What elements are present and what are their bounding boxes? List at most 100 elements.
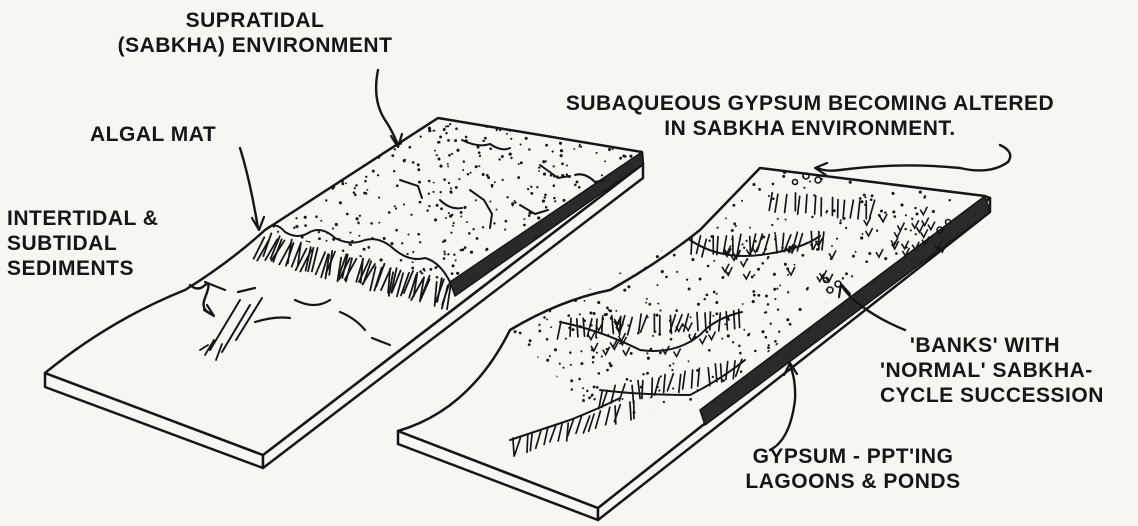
stipple-dot bbox=[544, 196, 546, 198]
hatch-stroke bbox=[710, 312, 711, 330]
stipple-dot bbox=[982, 322, 985, 325]
stipple-dot bbox=[893, 215, 896, 218]
stipple-dot bbox=[372, 170, 375, 173]
stipple-dot bbox=[433, 182, 435, 184]
stipple-dot bbox=[612, 148, 614, 150]
stipple-dot bbox=[773, 288, 776, 291]
stipple-dot bbox=[757, 420, 759, 422]
stipple-dot bbox=[396, 184, 399, 187]
stipple-dot bbox=[643, 152, 645, 154]
hatch-stroke bbox=[815, 196, 816, 214]
hatch-stroke bbox=[691, 236, 692, 254]
hatch-stroke bbox=[750, 237, 751, 255]
stipple-dot bbox=[913, 287, 916, 290]
stipple-dot bbox=[987, 259, 990, 262]
stipple-dot bbox=[589, 287, 592, 290]
stipple-dot bbox=[302, 174, 305, 177]
stipple-dot bbox=[576, 180, 579, 183]
stipple-dot bbox=[715, 301, 718, 304]
stipple-dot bbox=[697, 389, 699, 391]
stipple-dot bbox=[358, 222, 360, 224]
stipple-dot bbox=[580, 146, 582, 148]
stipple-dot bbox=[592, 356, 595, 359]
stipple-dot bbox=[436, 204, 439, 207]
stipple-dot bbox=[543, 173, 546, 176]
stipple-dot bbox=[262, 187, 265, 190]
label-algal-mat-text: ALGAL MAT bbox=[90, 122, 216, 147]
stipple-dot bbox=[440, 207, 443, 210]
stipple-dot bbox=[806, 242, 808, 244]
stipple-dot bbox=[574, 286, 577, 289]
stipple-dot bbox=[443, 251, 445, 253]
hatch-stroke bbox=[806, 195, 807, 213]
stipple-dot bbox=[884, 257, 887, 260]
stipple-dot bbox=[537, 216, 540, 219]
stipple-dot bbox=[908, 296, 910, 298]
stipple-dot bbox=[597, 229, 600, 232]
stipple-dot bbox=[836, 238, 838, 240]
stipple-dot bbox=[888, 177, 890, 179]
stipple-dot bbox=[438, 158, 441, 161]
label-intertidal-line2: SUBTIDAL bbox=[7, 231, 158, 256]
stipple-dot bbox=[578, 283, 580, 285]
stipple-dot bbox=[573, 272, 575, 274]
stipple-dot bbox=[624, 155, 627, 158]
stipple-dot bbox=[806, 365, 809, 368]
stipple-dot bbox=[410, 214, 412, 216]
stipple-dot bbox=[538, 170, 540, 172]
hatch-stroke bbox=[739, 309, 740, 327]
stipple-dot bbox=[269, 151, 271, 153]
stipple-dot bbox=[526, 294, 528, 296]
stipple-dot bbox=[266, 146, 268, 148]
stipple-dot bbox=[981, 408, 983, 410]
stipple-dot bbox=[383, 237, 386, 240]
stipple-dot bbox=[566, 290, 568, 292]
stipple-dot bbox=[554, 200, 556, 202]
stipple-dot bbox=[557, 250, 559, 252]
stipple-dot bbox=[861, 200, 864, 203]
stipple-dot bbox=[283, 119, 286, 122]
stipple-dot bbox=[693, 192, 695, 194]
stipple-dot bbox=[285, 156, 288, 159]
stipple-dot bbox=[489, 147, 492, 150]
hatch-stroke bbox=[513, 438, 514, 456]
stipple-dot bbox=[447, 125, 449, 127]
stipple-dot bbox=[578, 186, 581, 189]
stipple-dot bbox=[456, 272, 459, 275]
stipple-dot bbox=[485, 249, 487, 251]
stipple-dot bbox=[757, 294, 760, 297]
stipple-dot bbox=[802, 385, 805, 388]
stipple-dot bbox=[646, 298, 648, 300]
stipple-dot bbox=[629, 220, 631, 222]
stipple-dot bbox=[626, 378, 629, 381]
stipple-dot bbox=[935, 286, 937, 288]
hatch-stroke bbox=[692, 370, 693, 388]
hatch-stroke bbox=[570, 318, 571, 336]
stipple-dot bbox=[891, 192, 894, 195]
stipple-dot bbox=[523, 224, 526, 227]
stipple-dot bbox=[675, 309, 678, 312]
stipple-dot bbox=[914, 183, 917, 186]
stipple-dot bbox=[270, 174, 272, 176]
stipple-dot bbox=[559, 363, 561, 365]
label-subaqueous-line1: SUBAQUEOUS GYPSUM BECOMING ALTERED bbox=[510, 91, 1110, 116]
stipple-dot bbox=[458, 178, 460, 180]
stipple-dot bbox=[534, 279, 537, 282]
stipple-dot bbox=[832, 375, 835, 378]
stipple-dot bbox=[895, 252, 898, 255]
stipple-dot bbox=[570, 379, 573, 382]
stipple-dot bbox=[501, 123, 503, 125]
stipple-dot bbox=[494, 181, 496, 183]
stipple-dot bbox=[593, 398, 595, 400]
stipple-dot bbox=[621, 398, 623, 400]
stipple-dot bbox=[712, 376, 714, 378]
stipple-dot bbox=[310, 116, 313, 119]
stipple-dot bbox=[528, 214, 531, 217]
stipple-dot bbox=[536, 186, 538, 188]
label-subaqueous-gypsum: SUBAQUEOUS GYPSUM BECOMING ALTERED IN SA… bbox=[510, 91, 1110, 141]
stipple-dot bbox=[520, 277, 522, 279]
stipple-dot bbox=[293, 127, 296, 130]
stipple-dot bbox=[346, 213, 349, 216]
stipple-dot bbox=[412, 261, 414, 263]
stipple-dot bbox=[320, 140, 322, 142]
